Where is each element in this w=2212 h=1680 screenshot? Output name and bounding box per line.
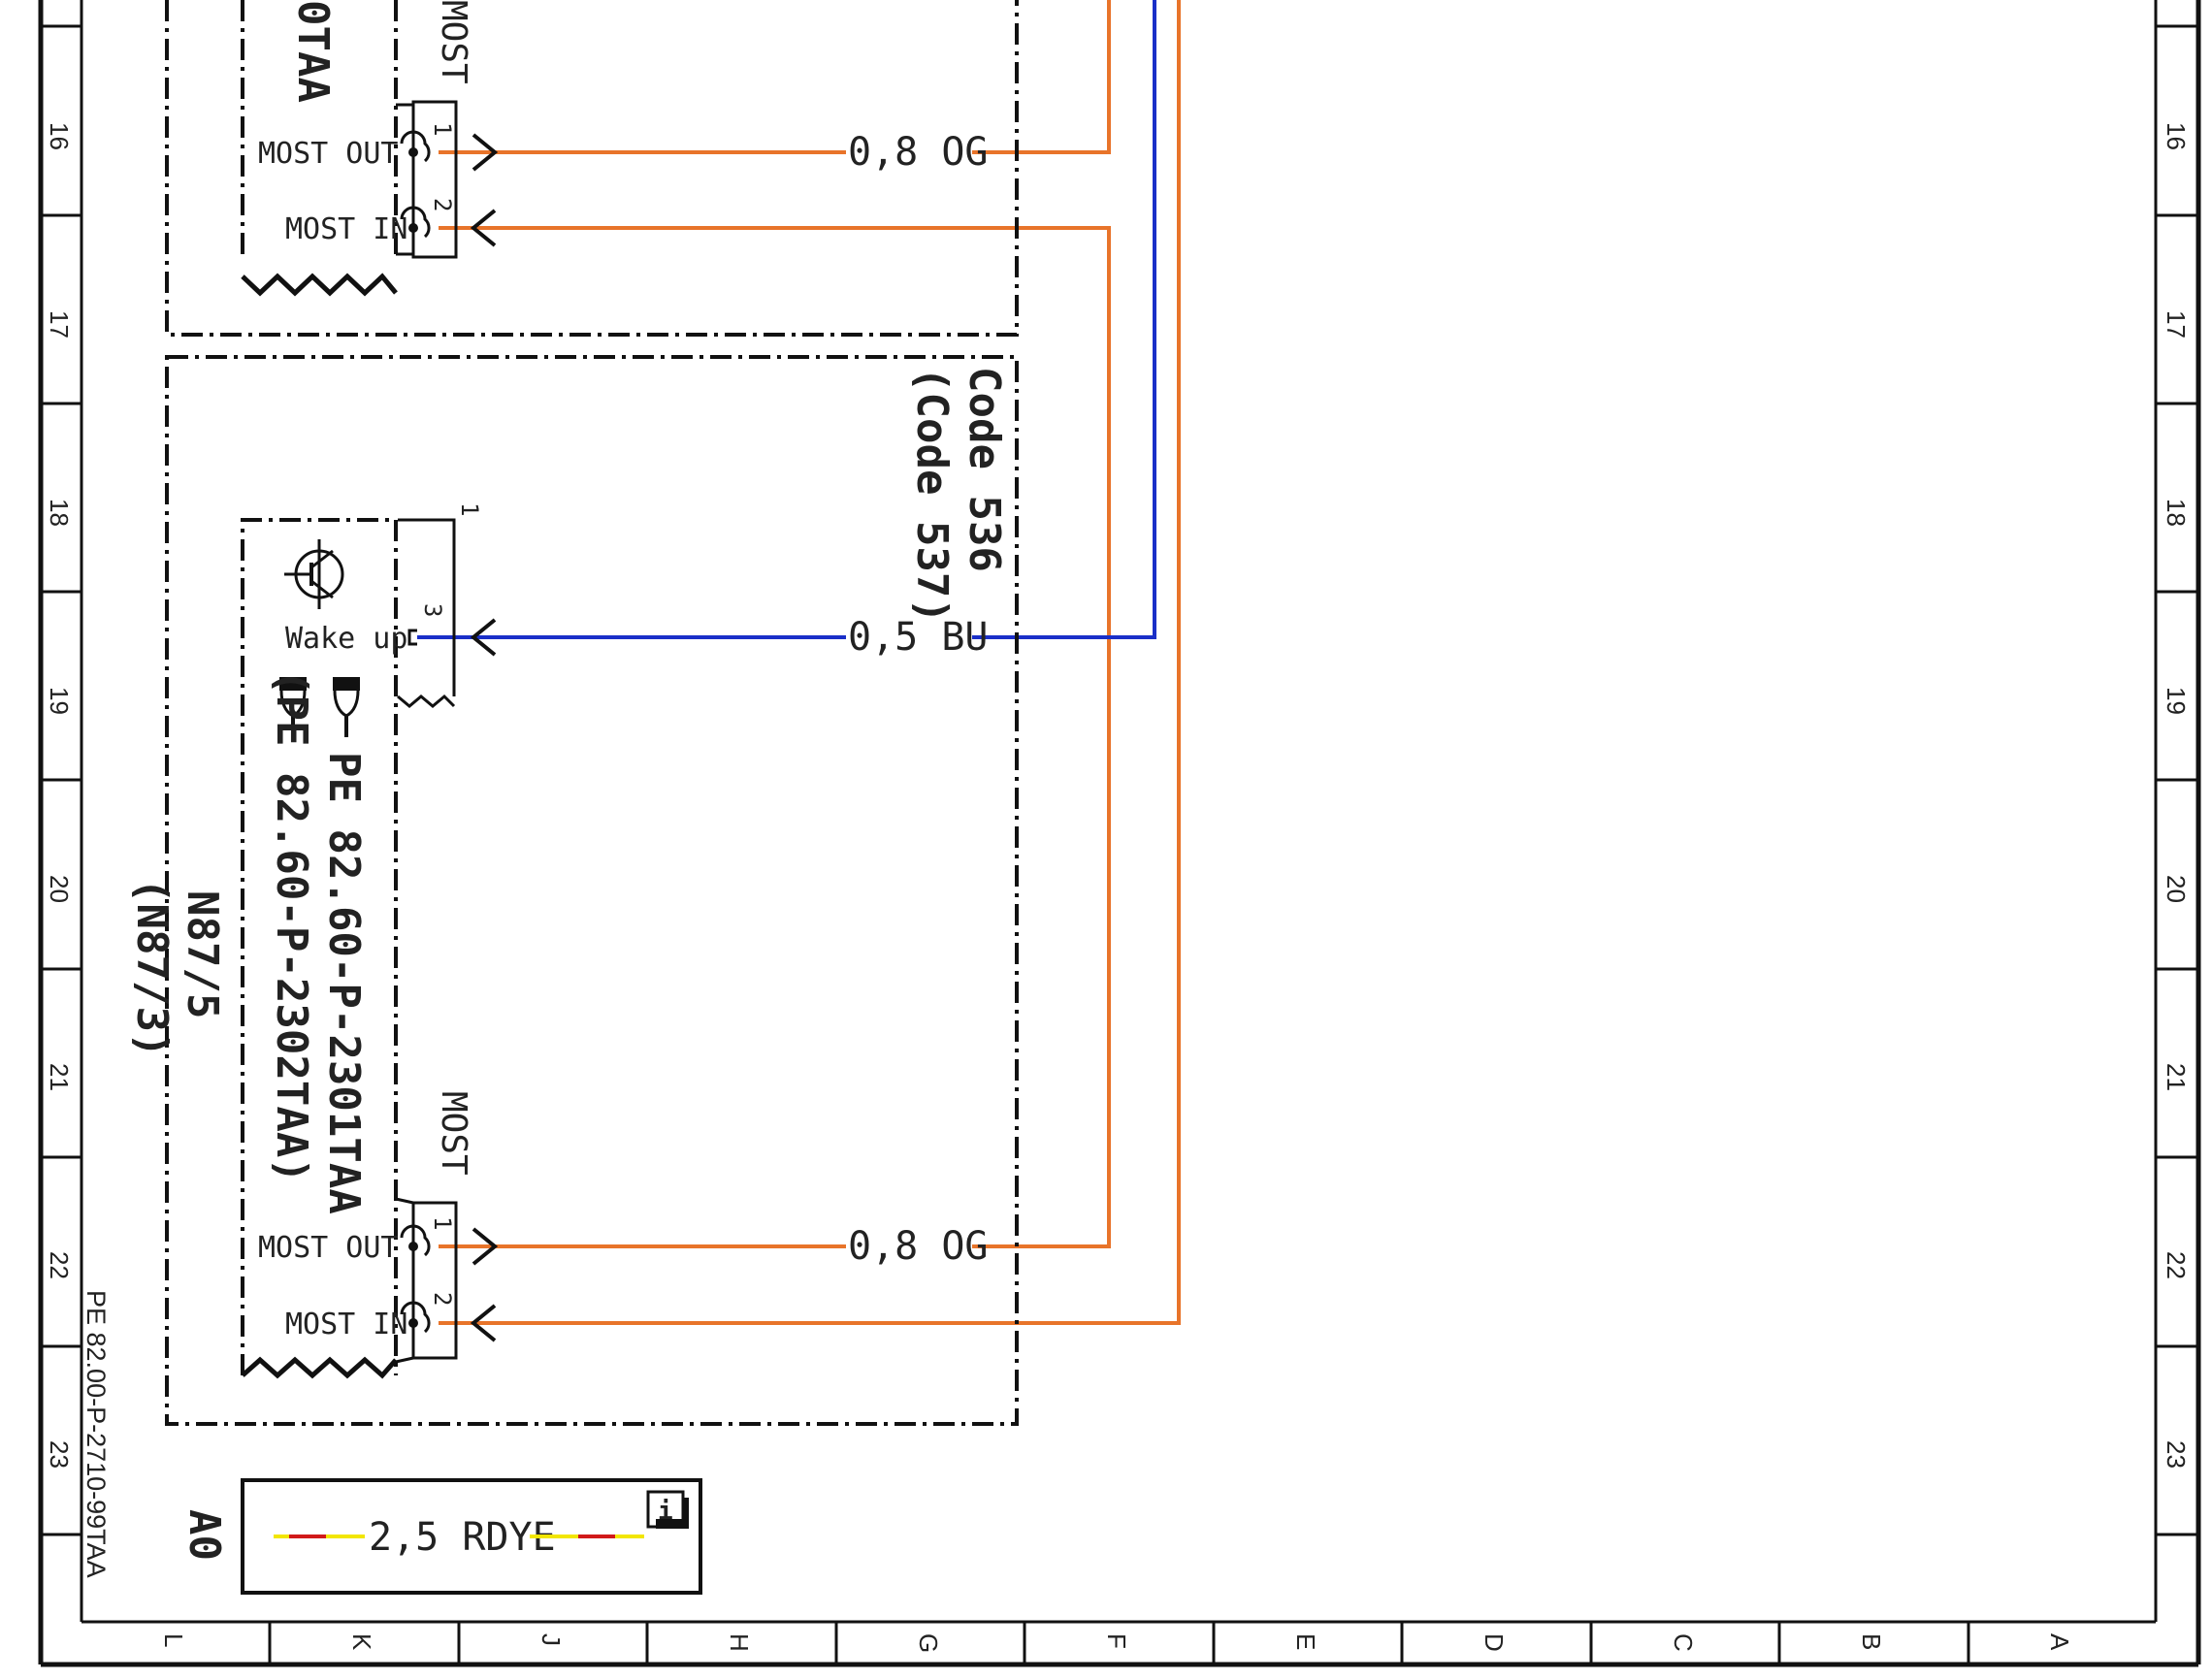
info-icon[interactable]: i — [646, 1490, 689, 1529]
wires — [417, 0, 1181, 1325]
row-label: 17 — [2162, 310, 2191, 339]
row-label: 16 — [2162, 122, 2191, 150]
lower-pin-2-number: 2 — [429, 1292, 456, 1306]
column-label: L — [159, 1633, 188, 1647]
wake-pin-arrow-icon — [470, 618, 497, 657]
lower-unit: Code 536 (Code 537) Wake up 1 3 0,5 BU — [127, 355, 1019, 1426]
column-label: C — [1669, 1633, 1698, 1652]
code-label: Code 536 — [960, 367, 1009, 572]
code-label-alt: (Code 537) — [907, 367, 957, 624]
wake-pin-contact-icon — [407, 629, 417, 646]
column-label: A — [2045, 1633, 2074, 1651]
column-label: D — [1480, 1633, 1509, 1652]
legend-label: A0 — [179, 1509, 229, 1561]
lower-pin-2-contact-icon — [400, 1301, 431, 1334]
upper-pin-2-number: 2 — [429, 198, 456, 211]
lower-break-line — [241, 1356, 398, 1379]
row-label: 22 — [2162, 1251, 2191, 1279]
wake-wire-label: 0,5 BU — [848, 615, 989, 660]
wire-upper-most-in — [439, 226, 1111, 1248]
legend: A0 2,5 RDYE i — [179, 1478, 702, 1595]
row-label: 18 — [45, 499, 74, 527]
upper-connector — [411, 100, 458, 259]
component-designation: N87/5 — [178, 890, 227, 1018]
upper-pin-2-arrow-icon — [470, 209, 497, 247]
component-designation-alt: (N87/3) — [127, 878, 177, 1057]
row-label: 18 — [2162, 499, 2191, 527]
upper-pin-1-arrow-icon — [472, 133, 499, 172]
legend-box — [241, 1478, 702, 1595]
row-label: 20 — [2162, 875, 2191, 903]
lower-pin-1-arrow-icon — [472, 1227, 499, 1266]
column-label: J — [537, 1633, 566, 1646]
wake-pin-top-number: 1 — [456, 502, 483, 516]
upper-pin-1-number: 1 — [429, 122, 456, 136]
drawing-frame — [38, 0, 2201, 1667]
column-label: B — [1857, 1633, 1886, 1650]
lower-connector — [411, 1201, 458, 1360]
transistor-icon — [284, 539, 344, 609]
upper-part-number: 0TAA — [288, 0, 338, 103]
row-label: 17 — [45, 310, 74, 339]
upper-pin-1-contact-icon — [400, 130, 431, 163]
row-label: 22 — [45, 1251, 74, 1279]
row-labels-left: 16 17 18 19 20 21 22 23 — [45, 122, 74, 1469]
upper-enclosure — [165, 0, 1019, 337]
upper-break-line — [241, 273, 398, 297]
lower-enclosure — [165, 355, 1019, 1426]
column-label: F — [1102, 1633, 1131, 1649]
lower-most-in-label: MOST IN — [285, 1308, 407, 1341]
lower-pin-2-arrow-icon — [470, 1304, 497, 1342]
lower-bus-label: MOST — [434, 1091, 473, 1176]
wire-lower-most-in — [439, 0, 1181, 1325]
info-icon-glyph: i — [658, 1497, 673, 1526]
row-labels-right: 16 17 18 19 20 21 22 23 — [2162, 122, 2191, 1469]
row-label: 23 — [2162, 1440, 2191, 1469]
column-labels: L K J H G F E D C B A — [159, 1633, 2074, 1653]
row-label: 16 — [45, 122, 74, 150]
wake-connector — [398, 518, 456, 696]
row-label: 19 — [2162, 687, 2191, 715]
pointing-hand-icon — [333, 677, 360, 737]
upper-pin-2-contact-icon — [400, 206, 431, 239]
column-label: H — [725, 1633, 754, 1652]
drawing-number: PE 82.00-P-2710-99TAA — [81, 1290, 111, 1578]
column-label: K — [347, 1633, 376, 1651]
row-label: 21 — [2162, 1063, 2191, 1091]
upper-most-out-label: MOST OUT — [258, 137, 399, 171]
wire-upper-most-out-right — [972, 0, 1111, 154]
column-label: E — [1291, 1633, 1320, 1650]
upper-wire-label: 0,8 OG — [848, 130, 989, 175]
pointing-hand-icon — [279, 677, 307, 737]
lower-wire-label: 0,8 OG — [848, 1224, 989, 1269]
upper-bus-label: MOST — [434, 0, 473, 84]
wake-pin-number: 3 — [419, 603, 446, 617]
row-label: 19 — [45, 687, 74, 715]
row-label: 20 — [45, 875, 74, 903]
reference-link-alt: (PE 82.60-P-2302TAA) — [267, 669, 316, 1183]
lower-component-box — [241, 518, 398, 1375]
legend-wire-label: 2,5 RDYE — [369, 1515, 556, 1560]
row-label: 23 — [45, 1440, 74, 1469]
reference-link: PE 82.60-P-2301TAA — [319, 752, 369, 1214]
lower-most-out-label: MOST OUT — [258, 1231, 399, 1265]
lower-pin-1-number: 1 — [429, 1216, 456, 1230]
row-label: 21 — [45, 1063, 74, 1091]
column-label: G — [914, 1633, 943, 1653]
wake-up-label: Wake up — [285, 622, 407, 656]
wire-wake-up-right — [972, 0, 1156, 639]
upper-unit: 0TAA MOST 1 2 MOST OUT MOST IN 0,8 OG — [165, 0, 1019, 337]
lower-pin-1-contact-icon — [400, 1224, 431, 1257]
upper-most-in-label: MOST IN — [285, 212, 407, 246]
